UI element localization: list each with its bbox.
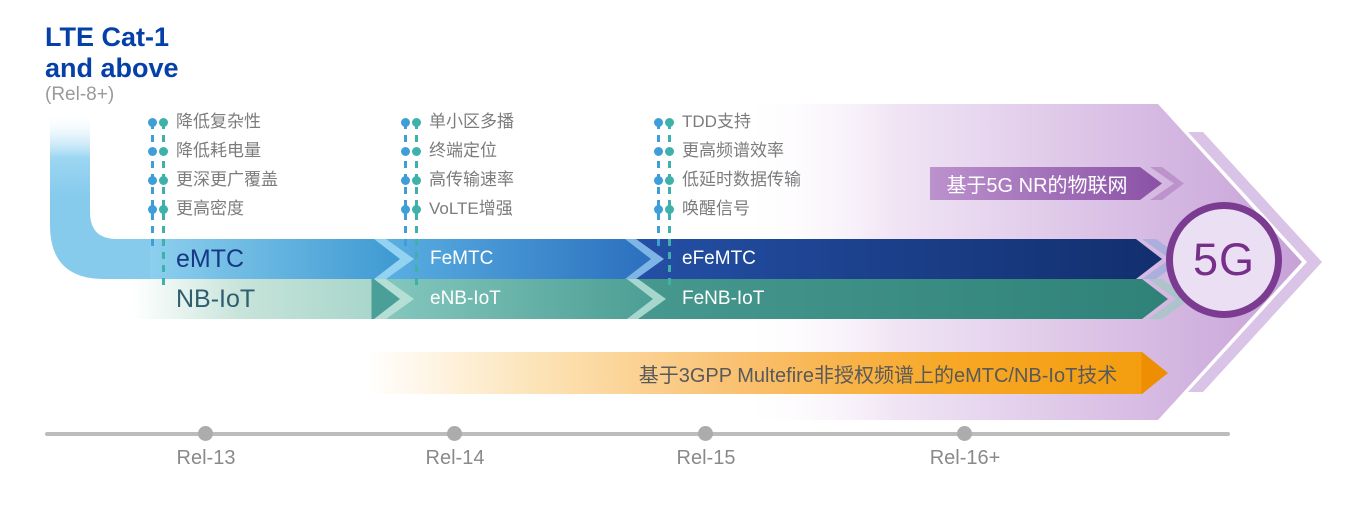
timeline-dot-rel16 [957,426,972,441]
feature-label: 终端定位 [429,141,497,160]
enbiot-label: eNB-IoT [430,288,501,309]
nr-iot-banner-label: 基于5G NR的物联网 [946,175,1128,197]
feature-column-rel13: 降低复杂性 降低耗电量 更深更广覆盖 更高密度 [146,112,366,289]
feature-label: 低延时数据传输 [682,170,801,189]
feature-dot-teal [665,205,674,214]
timeline-label-rel16: Rel-16+ [929,447,1001,469]
feature-dot-teal [665,176,674,185]
feature-label: 更深更广覆盖 [176,170,278,189]
feature-column-rel14: 单小区多播 终端定位 高传输速率 VoLTE增强 [399,112,619,289]
timeline-label-rel15: Rel-15 [676,447,736,469]
fenbiot-label: FeNB-IoT [682,288,765,309]
5g-goal-circle: 5G [1166,202,1282,318]
connector-line-blue [151,122,154,249]
feature-dot-blue [654,147,663,156]
feature-dot-teal [665,118,674,127]
connector-line-blue [404,122,407,249]
emtc-segment-rel15: eFeMTC [624,239,1162,279]
title-line-1: LTE Cat-1 [45,22,170,52]
feature-dot-blue [148,176,157,185]
feature-label: TDD支持 [682,112,751,131]
emtc-label: eMTC [176,244,245,273]
feature-dot-teal [159,118,168,127]
nbiot-label: NB-IoT [176,284,256,313]
feature-dot-blue [401,176,410,185]
feature-label: 高传输速率 [429,170,514,189]
feature-label: 更高频谱效率 [682,141,784,160]
timeline-label-rel13: Rel-13 [176,447,236,469]
release-note: (Rel-8+) [45,84,115,105]
nr-iot-banner: 基于5G NR的物联网 [930,167,1162,200]
timeline-label-rel14: Rel-14 [425,447,485,469]
feature-label: 唤醒信号 [682,199,750,218]
timeline-axis [45,432,1230,436]
nbiot-segment-rel13: NB-IoT [133,279,400,319]
feature-dot-blue [148,147,157,156]
nbiot-segment-rel14: eNB-IoT [374,279,653,319]
feature-label: 单小区多播 [429,112,514,131]
feature-label: 降低耗电量 [176,141,261,160]
feature-dot-blue [654,118,663,127]
emtc-segment-rel13: eMTC [150,239,400,279]
feature-label: 更高密度 [176,199,244,218]
feature-dot-blue [148,205,157,214]
feature-label: 降低复杂性 [176,112,261,131]
connector-line-blue [657,122,660,249]
feature-dot-teal [665,147,674,156]
feature-dot-blue [654,205,663,214]
efemtc-label: eFeMTC [682,248,756,269]
feature-dot-blue [401,205,410,214]
title-line-2: and above [45,53,179,83]
feature-dot-teal [159,205,168,214]
emtc-segment-rel14: FeMTC [374,239,651,279]
feature-dot-blue [148,118,157,127]
feature-dot-blue [654,176,663,185]
lte-curve-band [50,112,165,279]
timeline-dot-rel14 [447,426,462,441]
feature-dot-blue [401,118,410,127]
multefire-label: 基于3GPP Multefire非授权频谱上的eMTC/NB-IoT技术 [638,364,1118,387]
feature-dot-teal [159,176,168,185]
feature-dot-teal [412,147,421,156]
nbiot-segment-rel15: FeNB-IoT [626,279,1168,319]
5g-label: 5G [1192,234,1256,285]
feature-dot-teal [159,147,168,156]
feature-dot-teal [412,205,421,214]
feature-label: VoLTE增强 [429,199,513,218]
timeline-dot-rel15 [698,426,713,441]
multefire-band: 基于3GPP Multefire非授权频谱上的eMTC/NB-IoT技术 [368,352,1168,394]
feature-column-rel15: TDD支持 更高频谱效率 低延时数据传输 唤醒信号 [652,112,872,289]
feature-dot-blue [401,147,410,156]
femtc-label: FeMTC [430,248,494,269]
page-title: LTE Cat-1 and above [45,22,179,84]
feature-dot-teal [412,118,421,127]
timeline-dot-rel13 [198,426,213,441]
feature-dot-teal [412,176,421,185]
